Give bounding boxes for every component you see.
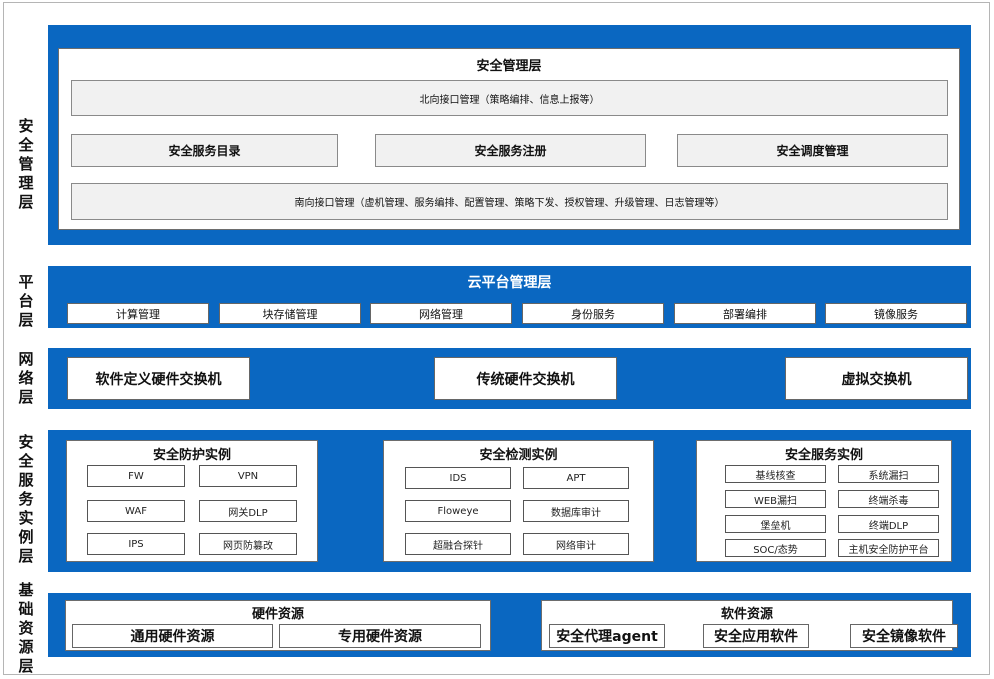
instance-soc: SOC/态势 [725,539,826,557]
instance-system-scan: 系统漏扫 [838,465,939,483]
instance-ips: IPS [87,533,185,555]
instance-endpoint-dlp: 终端DLP [838,515,939,533]
instance-host-protection: 主机安全防护平台 [838,539,939,557]
detection-instance-panel: 安全检测实例 IDS APT Floweye 数据库审计 超融合探针 网络审计 [383,440,654,562]
platform-item-identity: 身份服务 [522,303,664,324]
schedule-management-box: 安全调度管理 [677,134,948,167]
instance-band: 安全防护实例 FW VPN WAF 网关DLP IPS 网页防篡改 安全检测实例… [48,430,971,572]
hardware-panel: 硬件资源 通用硬件资源 专用硬件资源 [65,600,491,651]
service-register-box: 安全服务注册 [375,134,646,167]
instance-waf: WAF [87,500,185,522]
platform-item-block-storage: 块存储管理 [219,303,361,324]
instance-web-scan: WEB漏扫 [725,490,826,508]
instance-network-audit: 网络审计 [523,533,629,555]
service-title: 安全服务实例 [784,448,863,463]
security-image-box: 安全镜像软件 [850,624,958,648]
management-title: 安全管理层 [476,59,542,74]
instance-hci-probe: 超融合探针 [405,533,511,555]
south-interface-box: 南向接口管理（虚机管理、服务编排、配置管理、策略下发、授权管理、升级管理、日志管… [71,183,948,220]
instance-floweye: Floweye [405,500,511,522]
instance-gateway-dlp: 网关DLP [199,500,297,522]
security-app-box: 安全应用软件 [703,624,809,648]
side-label-instance: 安全服务实例层 [18,433,34,565]
service-catalog-box: 安全服务目录 [71,134,338,167]
infra-band: 硬件资源 通用硬件资源 专用硬件资源 软件资源 安全代理agent 安全应用软件… [48,593,971,657]
side-label-management: 安全管理层 [18,117,34,211]
platform-item-compute: 计算管理 [67,303,209,324]
side-label-platform: 平台层 [18,273,34,329]
north-interface-box: 北向接口管理（策略编排、信息上报等） [71,80,948,116]
side-label-network: 网络层 [18,350,34,406]
platform-item-image: 镜像服务 [825,303,967,324]
instance-db-audit: 数据库审计 [523,500,629,522]
platform-item-deploy: 部署编排 [674,303,816,324]
instance-ids: IDS [405,467,511,489]
service-instance-panel: 安全服务实例 基线核查 系统漏扫 WEB漏扫 终端杀毒 堡垒机 终端DLP SO… [696,440,952,562]
software-panel: 软件资源 安全代理agent 安全应用软件 安全镜像软件 [541,600,958,651]
platform-title: 云平台管理层 [467,275,552,291]
software-title: 软件资源 [720,607,773,622]
virtual-switch-box: 虚拟交换机 [785,357,968,400]
platform-band: 云平台管理层 计算管理 块存储管理 网络管理 身份服务 部署编排 镜像服务 [48,266,971,328]
instance-vpn: VPN [199,465,297,487]
side-label-infra: 基础资源层 [18,581,34,675]
management-band: 安全管理层 北向接口管理（策略编排、信息上报等） 安全服务目录 安全服务注册 安… [48,25,971,245]
security-agent-box: 安全代理agent [549,624,665,648]
diagram-frame [3,2,990,675]
instance-baseline-check: 基线核查 [725,465,826,483]
protection-instance-panel: 安全防护实例 FW VPN WAF 网关DLP IPS 网页防篡改 [66,440,318,562]
instance-apt: APT [523,467,629,489]
general-hardware-box: 通用硬件资源 [72,624,273,648]
hardware-title: 硬件资源 [251,607,304,622]
instance-fw: FW [87,465,185,487]
sdn-switch-box: 软件定义硬件交换机 [67,357,250,400]
instance-antivirus: 终端杀毒 [838,490,939,508]
platform-item-network: 网络管理 [370,303,512,324]
management-panel: 安全管理层 北向接口管理（策略编排、信息上报等） 安全服务目录 安全服务注册 安… [58,48,960,230]
protection-title: 安全防护实例 [152,448,231,463]
instance-bastion: 堡垒机 [725,515,826,533]
instance-web-tamper: 网页防篡改 [199,533,297,555]
network-band: 软件定义硬件交换机 传统硬件交换机 虚拟交换机 [48,348,971,409]
traditional-switch-box: 传统硬件交换机 [434,357,617,400]
detection-title: 安全检测实例 [479,448,558,463]
dedicated-hardware-box: 专用硬件资源 [279,624,481,648]
